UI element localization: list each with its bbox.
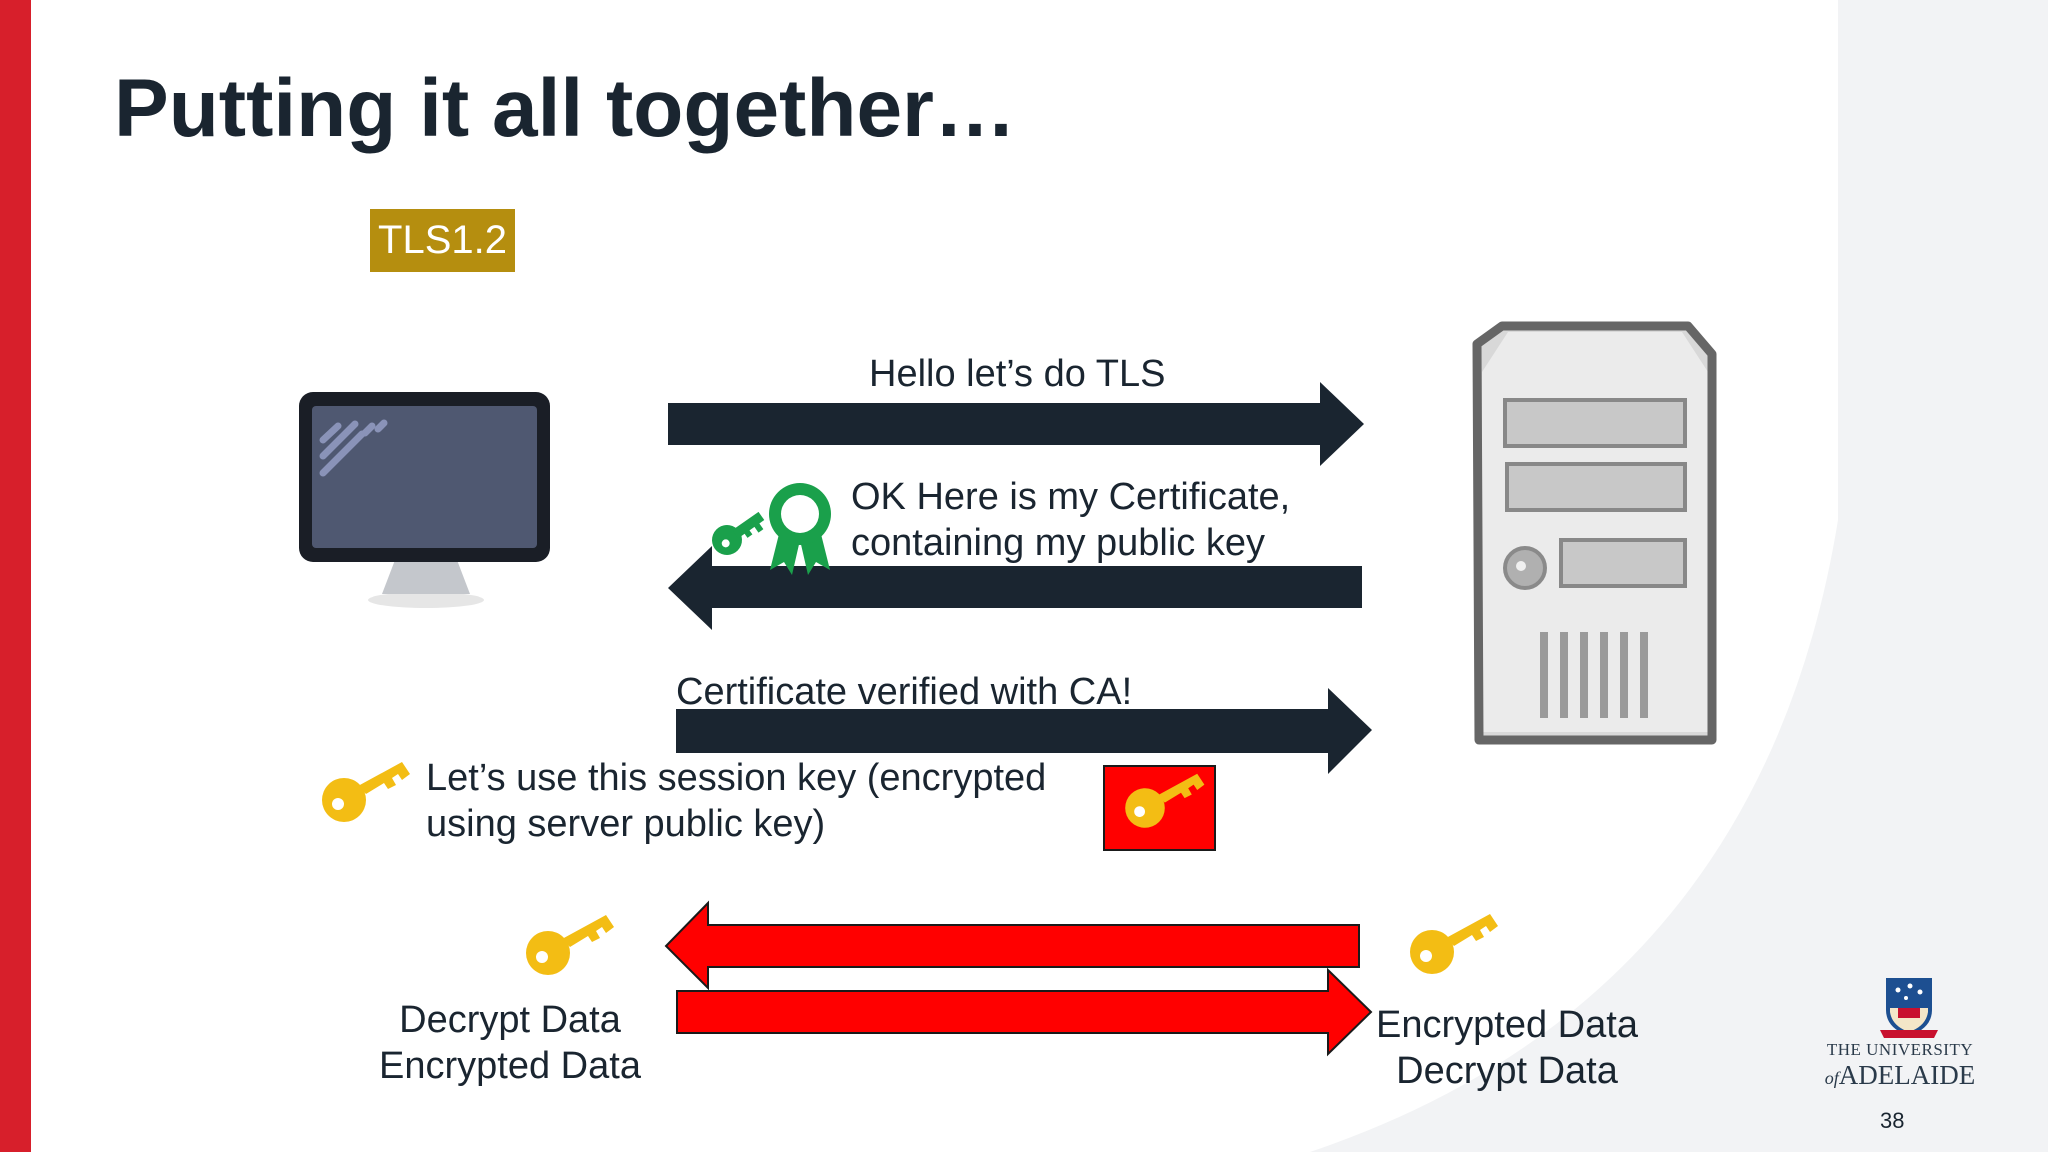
message-session-key-line2: using server public key) (426, 803, 826, 845)
logo-of: of (1824, 1068, 1839, 1088)
public-key-icon (712, 511, 765, 555)
server-data-labels: Encrypted Data Decrypt Data (1372, 1002, 1642, 1094)
background-curve (1310, 0, 2048, 1152)
slide-title: Putting it all together… (114, 63, 1016, 154)
client-label-decrypt: Decrypt Data (399, 999, 621, 1041)
message-session-key: Let’s use this session key (encrypted us… (426, 755, 1046, 847)
arrow-encrypted-to-server (676, 967, 1373, 1057)
arrow-encrypted-to-client (664, 900, 1360, 991)
message-certificate: OK Here is my Certificate, containing my… (851, 474, 1290, 566)
server-session-key-icon (1410, 914, 1498, 974)
client-session-key-icon (526, 915, 614, 975)
message-verified: Certificate verified with CA! (676, 671, 1133, 713)
arrow-hello (668, 382, 1364, 466)
left-accent-bar (0, 0, 31, 1152)
client-label-encrypted: Encrypted Data (379, 1045, 641, 1087)
server-tower-icon (1472, 321, 1717, 745)
tls-version-badge: TLS1.2 (370, 209, 515, 272)
server-label-encrypted: Encrypted Data (1376, 1004, 1638, 1046)
university-logo: THE UNIVERSITY ofADELAIDE (1820, 1040, 1980, 1091)
message-certificate-line1: OK Here is my Certificate, (851, 476, 1291, 518)
arrow-certificate (668, 546, 1362, 630)
arrow-verified (676, 688, 1372, 774)
message-certificate-line2: containing my public key (851, 522, 1265, 564)
server-label-decrypt: Decrypt Data (1396, 1050, 1618, 1092)
university-crest-icon (1880, 978, 1938, 1038)
logo-name: ADELAIDE (1838, 1060, 1976, 1090)
message-session-key-line1: Let’s use this session key (encrypted (426, 757, 1047, 799)
slide-number: 38 (1880, 1108, 1905, 1133)
certificate-icon (769, 483, 831, 575)
logo-line2: ofADELAIDE (1820, 1060, 1980, 1091)
encrypted-key-box (1103, 765, 1216, 851)
logo-line1: THE UNIVERSITY (1826, 1040, 1974, 1059)
session-key-icon (322, 762, 410, 822)
client-monitor-icon (299, 392, 550, 608)
client-data-labels: Decrypt Data Encrypted Data (370, 997, 650, 1089)
message-hello: Hello let’s do TLS (869, 353, 1166, 395)
